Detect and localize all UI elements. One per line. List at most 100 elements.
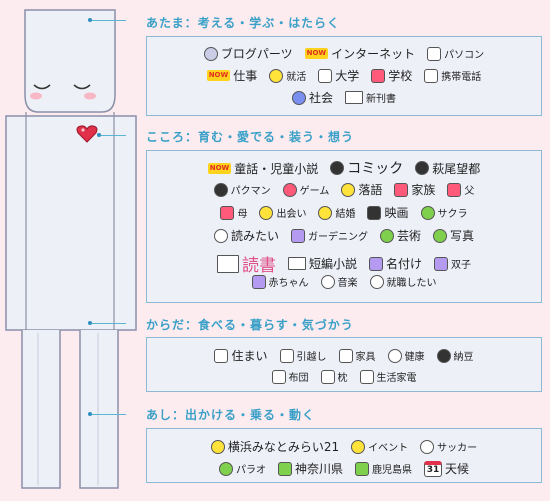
link-item[interactable]: 家具 [338, 348, 376, 363]
link-item[interactable]: 家族 [394, 181, 435, 198]
link-item[interactable]: 出会い [259, 205, 306, 220]
link-label: 枕 [337, 373, 348, 384]
connector-dot-heart [97, 133, 101, 137]
link-item[interactable]: 鹿児島県 [355, 461, 412, 476]
link-item[interactable]: 布団 [271, 369, 309, 384]
link-item[interactable]: コミック [330, 158, 403, 178]
link-item[interactable]: 携帯電話 [424, 68, 481, 83]
section-title-head: あたま：考える・学ぶ・はたらく [146, 16, 341, 30]
link-item[interactable]: 健康 [387, 348, 425, 363]
link-item[interactable]: 写真 [433, 227, 474, 244]
link-label: 映画 [384, 206, 409, 220]
rakugo-icon [341, 182, 356, 197]
music-face-icon [320, 274, 335, 289]
link-item[interactable]: 住まい [214, 347, 268, 364]
link-label: 家具 [355, 352, 376, 363]
link-item[interactable]: 神奈川県 [277, 460, 343, 477]
link-label: 就活 [286, 72, 307, 83]
link-item[interactable]: パラオ [218, 461, 266, 476]
calendar-icon: 31 [424, 460, 442, 477]
link-label: 母 [237, 209, 248, 220]
sunflower-icon [269, 68, 284, 83]
link-item[interactable]: 映画 [367, 204, 409, 221]
link-label: インターネット [331, 47, 416, 61]
link-item[interactable]: 結婚 [318, 205, 355, 220]
link-item[interactable]: 枕 [320, 369, 348, 384]
link-item[interactable]: 読みたい [213, 227, 279, 244]
link-label: 生活家電 [376, 373, 417, 384]
now-badge-icon: NOW [206, 70, 231, 81]
link-item[interactable]: 学校 [371, 67, 412, 84]
link-label: 引越し [296, 352, 327, 363]
sun-icon [210, 439, 225, 454]
link-item[interactable]: 双子 [434, 256, 471, 271]
link-item[interactable]: 就活 [269, 68, 306, 83]
backpack-icon [371, 68, 386, 83]
link-item[interactable]: 音楽 [320, 274, 358, 289]
link-item[interactable]: 横浜みなとみらい21 [210, 438, 340, 455]
link-row: 母出会い結婚 映画サクラ [147, 204, 541, 221]
link-item[interactable]: サクラ [420, 205, 468, 220]
link-label: 短編小説 [308, 257, 357, 271]
link-item[interactable]: パソコン [427, 46, 484, 61]
link-item[interactable]: 母 [220, 205, 247, 220]
link-label: パクマン [230, 186, 271, 197]
now-badge-icon: NOW [304, 48, 329, 59]
link-item[interactable]: 読書 [216, 251, 276, 276]
link-label: パラオ [235, 465, 266, 476]
gear-icon [203, 46, 218, 61]
link-item[interactable]: パクマン [213, 182, 271, 197]
link-item[interactable]: ゲーム [282, 182, 330, 197]
link-item[interactable]: 名付け [369, 255, 422, 272]
link-label: 名付け [386, 257, 423, 271]
link-label: 天候 [445, 462, 470, 476]
link-item[interactable]: イベント [351, 439, 408, 454]
link-item[interactable]: ガーデニング [290, 228, 368, 243]
link-item[interactable]: 引越し [279, 348, 327, 363]
link-item[interactable]: サッカー [420, 439, 477, 454]
link-label: 布団 [288, 373, 309, 384]
link-label: イベント [368, 443, 409, 454]
link-label: 父 [464, 186, 475, 197]
link-item[interactable]: 萩尾望都 [415, 160, 480, 177]
link-item[interactable]: 芸術 [379, 227, 421, 244]
art-icon [379, 228, 394, 243]
link-item[interactable]: 社会 [291, 89, 333, 106]
house-icon [338, 348, 353, 363]
connector-heart [101, 135, 126, 136]
baby-icon [369, 256, 383, 271]
link-label: コミック [347, 161, 404, 177]
globe-icon [218, 461, 233, 476]
link-item[interactable]: 落語 [341, 181, 382, 198]
connector-dot-body [88, 321, 92, 325]
link-label: サッカー [437, 443, 478, 454]
link-label: ゲーム [299, 186, 330, 197]
section-title-heart: こころ：育む・愛でる・装う・想う [146, 130, 355, 144]
link-item[interactable]: 赤ちゃん [251, 274, 309, 289]
link-item[interactable]: 生活家電 [359, 369, 417, 384]
link-item[interactable]: 短編小説 [287, 255, 357, 272]
house-icon [394, 182, 409, 197]
caterpillar-icon [355, 461, 369, 476]
link-item[interactable]: 大学 [318, 67, 359, 84]
link-label: 新刊書 [366, 94, 396, 105]
link-item[interactable]: 納豆 [436, 348, 474, 363]
link-item[interactable]: 父 [447, 182, 474, 197]
link-row: 社会 新刊書 [147, 89, 541, 106]
link-row: パクマン ゲーム落語家族 父 [147, 181, 541, 198]
connector-dot-head [88, 18, 92, 22]
building-icon [318, 68, 333, 83]
face-icon [415, 161, 430, 175]
link-label: 就職したい [386, 278, 437, 289]
link-item[interactable]: ブログパーツ [203, 45, 293, 62]
link-item[interactable]: 新刊書 [345, 90, 396, 105]
link-label: 横浜みなとみらい21 [227, 440, 340, 454]
link-item[interactable]: 就職したい [369, 274, 437, 289]
